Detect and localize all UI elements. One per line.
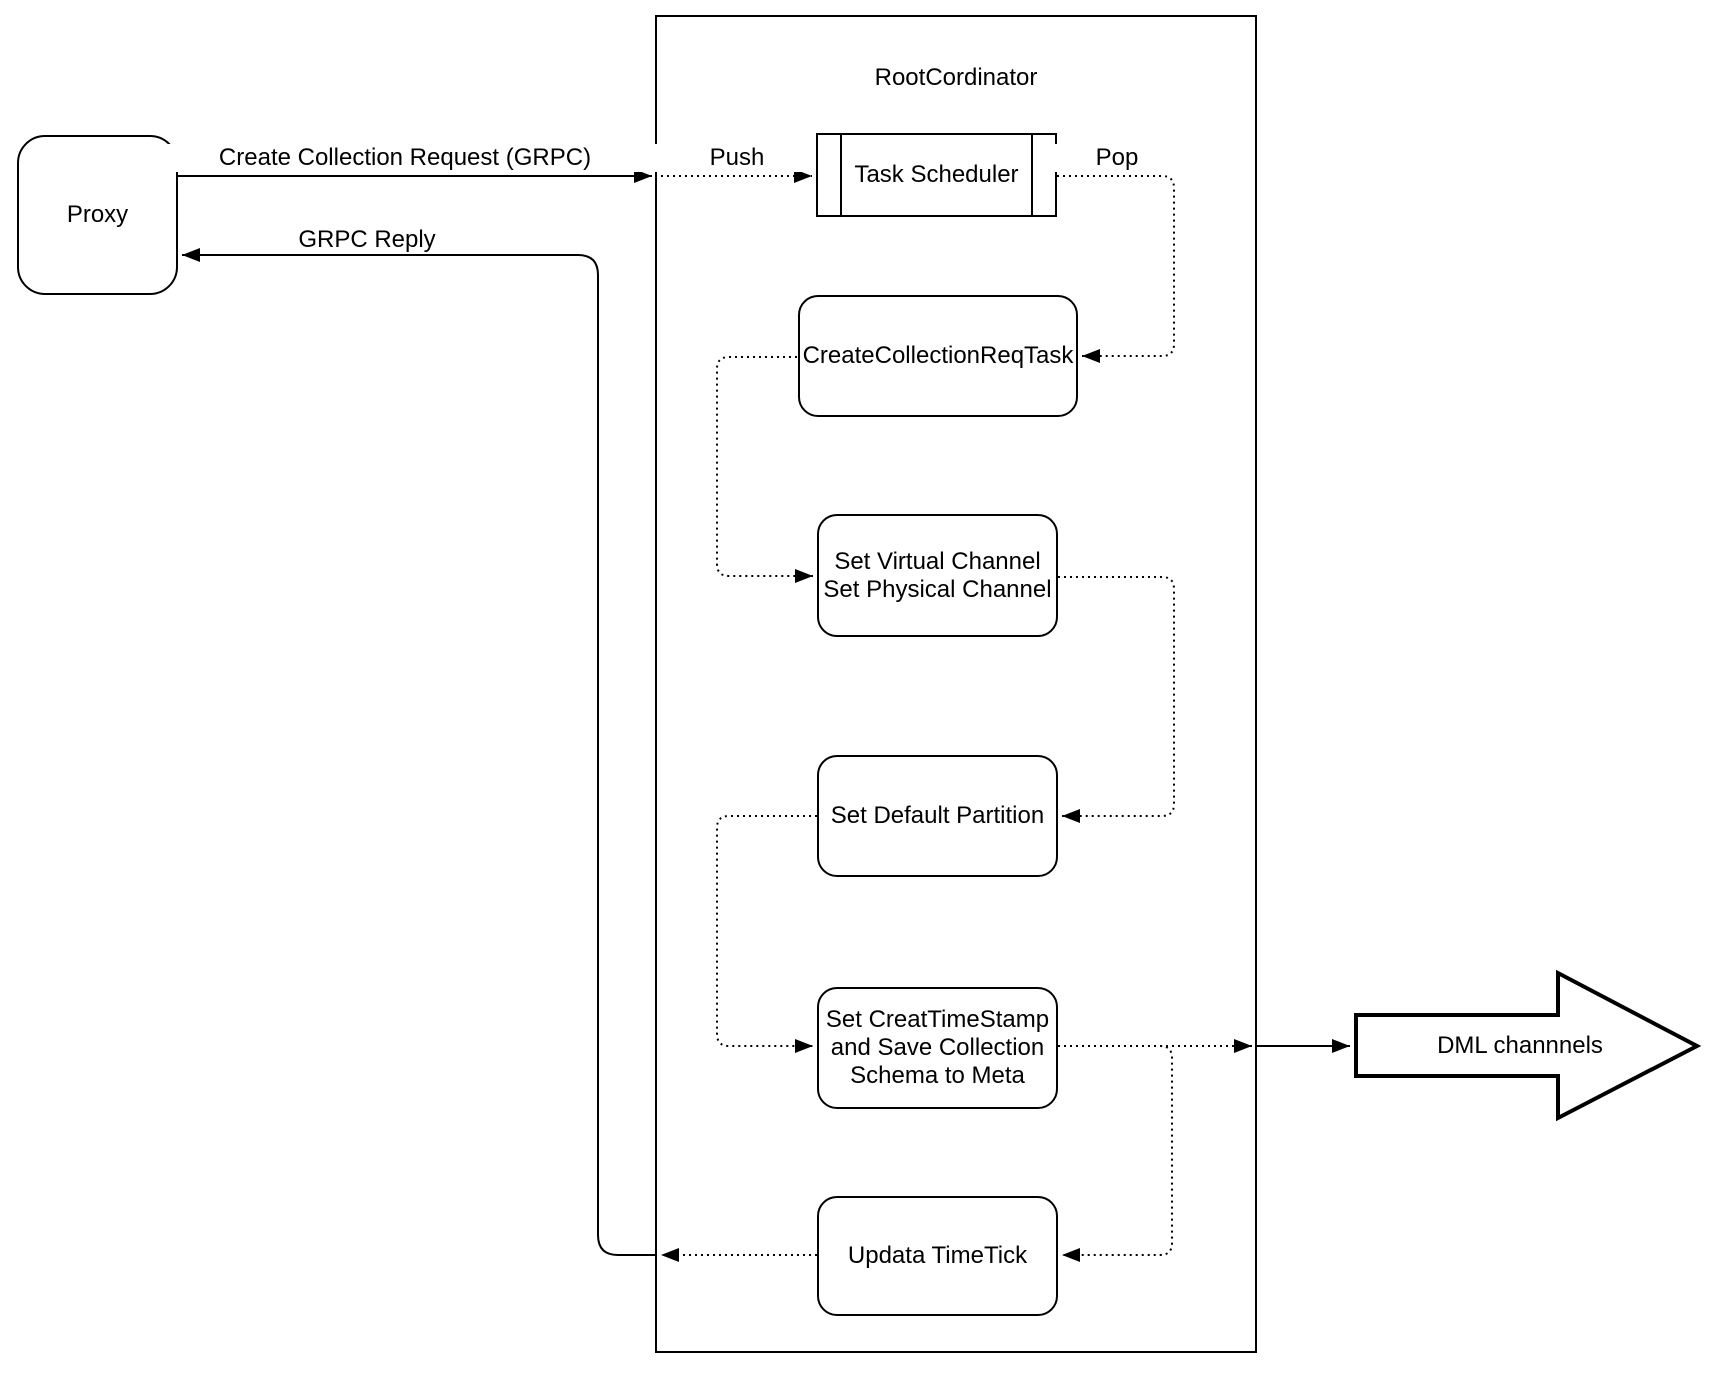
task-scheduler-label: Task Scheduler: [854, 161, 1019, 188]
task-scheduler-node: Task Scheduler: [816, 133, 1057, 217]
set-create-timestamp-node: Set CreatTimeStamp and Save Collection S…: [817, 987, 1058, 1109]
edge-label-grpc-reply: GRPC Reply: [217, 226, 517, 254]
set-default-partition-label: Set Default Partition: [830, 802, 1045, 829]
dml-channels-label: DML channnels: [1437, 1032, 1603, 1059]
process-bar-right: [1031, 135, 1033, 215]
create-collection-req-task-label: CreateCollectionReqTask: [802, 342, 1074, 369]
rootcoordinator-title: RootCordinator: [874, 64, 1038, 91]
create-collection-req-task-node: CreateCollectionReqTask: [798, 295, 1078, 417]
set-virtual-physical-channel-node: Set Virtual Channel Set Physical Channel: [817, 514, 1058, 637]
edge-label-pop: Pop: [1042, 144, 1192, 172]
set-virtual-physical-channel-label: Set Virtual Channel Set Physical Channel: [823, 547, 1052, 603]
set-default-partition-node: Set Default Partition: [817, 755, 1058, 877]
edge-label-create-collection-request: Create Collection Request (GRPC): [145, 144, 665, 172]
update-timetick-node: Updata TimeTick: [817, 1196, 1058, 1316]
set-create-timestamp-label: Set CreatTimeStamp and Save Collection S…: [825, 1006, 1050, 1089]
process-bar-left: [840, 135, 842, 215]
edge-label-push: Push: [662, 144, 812, 172]
update-timetick-label: Updata TimeTick: [847, 1242, 1028, 1269]
proxy-label: Proxy: [66, 201, 129, 228]
rootcoordinator-container: [655, 15, 1257, 1353]
grpc-reply-edge: [182, 248, 655, 1256]
